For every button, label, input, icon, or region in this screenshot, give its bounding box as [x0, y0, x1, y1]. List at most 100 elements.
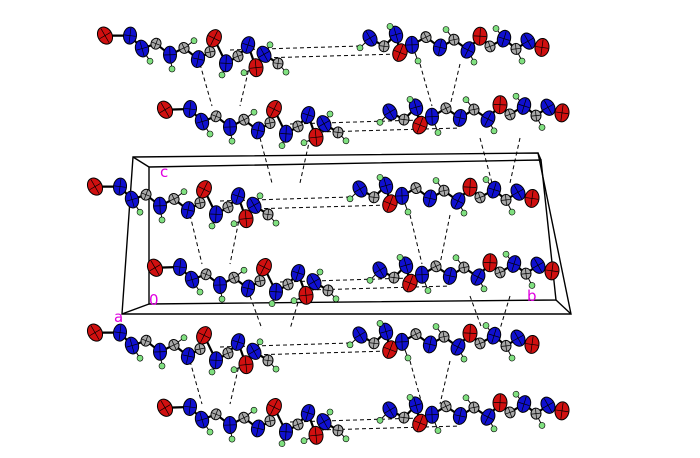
ellipsoid-axis — [336, 127, 340, 138]
atom-h — [512, 390, 520, 398]
ellipsoid-axis — [413, 183, 419, 193]
ellipsoid-axis — [507, 407, 513, 418]
ellipsoid-axis — [229, 119, 231, 135]
atom-h — [492, 25, 500, 32]
ellipsoid-axis — [355, 328, 365, 342]
hbond-intralayer — [259, 53, 401, 59]
ellipsoid-axis — [200, 327, 208, 343]
atom-h — [376, 174, 384, 181]
ellipsoid-axis — [235, 188, 241, 204]
ellipsoid-axis — [314, 129, 318, 146]
ellipsoid-axis — [413, 329, 419, 339]
ellipsoid-axis — [491, 328, 497, 344]
ellipsoid-axis — [403, 257, 409, 273]
atom-h — [230, 366, 238, 374]
atom-h — [256, 192, 264, 200]
ellipsoid-axis — [270, 101, 278, 117]
atom-h — [376, 119, 384, 126]
atom-h — [326, 110, 334, 118]
ellipsoid-axis — [373, 192, 375, 203]
ellipsoid-axis — [484, 112, 492, 127]
hbond-intralayer — [249, 350, 391, 356]
molecule-left-2 — [156, 100, 350, 149]
molecule-left-1 — [96, 26, 290, 79]
atom-h — [240, 69, 248, 77]
unit-cell-back-face — [121, 152, 572, 315]
hbond-interlayer — [229, 214, 241, 265]
ellipsoid-axis — [462, 262, 466, 273]
ellipsoid-axis — [433, 261, 439, 271]
ellipsoid-axis — [100, 28, 110, 43]
ellipsoid-axis — [259, 47, 269, 62]
atom-h — [326, 408, 334, 416]
unit-cell — [121, 152, 572, 315]
hbond-interlayer — [439, 360, 451, 405]
ellipsoid-axis — [258, 276, 262, 286]
atom-h — [272, 219, 280, 227]
ellipsoid-axis — [336, 425, 340, 436]
ellipsoid-axis — [188, 399, 192, 415]
ellipsoid-axis — [171, 194, 177, 204]
ellipsoid-axis — [421, 267, 423, 283]
ellipsoid-axis — [540, 39, 544, 56]
ellipsoid-axis — [244, 356, 248, 373]
molecule-left-5 — [86, 323, 280, 376]
atom-h — [376, 416, 384, 424]
ellipsoid-axis — [560, 104, 564, 121]
atom-h — [414, 57, 422, 65]
ellipsoid-axis — [249, 198, 259, 213]
atom-h — [190, 37, 198, 45]
atom-h — [396, 254, 404, 261]
ellipsoid-axis — [385, 105, 395, 119]
atom-h — [538, 124, 546, 131]
ellipsoid-axis — [188, 101, 192, 117]
atom-h — [282, 68, 290, 76]
ellipsoid-axis — [159, 344, 161, 360]
atom-h — [158, 362, 166, 370]
atom-h — [300, 139, 308, 146]
ellipsoid-axis — [513, 331, 523, 346]
atom-h — [290, 297, 298, 305]
atom-h — [470, 58, 478, 66]
ellipsoid-axis — [235, 334, 241, 350]
ellipsoid-axis — [469, 179, 471, 196]
atom-h — [136, 208, 144, 216]
ellipsoid-axis — [210, 30, 218, 46]
atom-h — [528, 282, 536, 289]
atom-h — [452, 254, 460, 262]
hbond-interlayer — [439, 214, 451, 265]
ellipsoid-axis — [550, 262, 554, 279]
ellipsoid-axis — [431, 109, 433, 125]
ellipsoid-axis — [533, 258, 543, 273]
ellipsoid-axis — [245, 37, 251, 53]
ellipsoid-axis — [386, 341, 394, 358]
atom-h — [432, 177, 440, 184]
hbond-interlayer — [419, 63, 433, 107]
atom-h — [268, 300, 276, 307]
ellipsoid-axis — [479, 28, 481, 45]
atom-h — [278, 440, 286, 447]
ellipsoid-axis — [198, 198, 202, 208]
atom-h — [462, 96, 470, 104]
ellipsoid-axis — [448, 268, 452, 284]
hbond-interlayer — [199, 63, 213, 107]
ellipsoid-axis — [535, 110, 537, 121]
atom-h — [346, 341, 354, 349]
atom-h — [240, 266, 248, 274]
ellipsoid-axis — [505, 194, 507, 205]
molecule-right-6 — [376, 390, 570, 434]
ellipsoid-axis — [150, 260, 160, 275]
molecule-right-3 — [346, 174, 540, 217]
ellipsoid-axis — [266, 209, 270, 220]
ellipsoid-axis — [231, 273, 237, 283]
ellipsoid-axis — [373, 338, 375, 349]
atom-h — [356, 44, 364, 52]
ellipsoid-axis — [428, 336, 432, 352]
ellipsoid-axis — [543, 398, 553, 413]
ellipsoid-axis — [181, 43, 187, 53]
ellipsoid-axis — [525, 268, 527, 279]
ellipsoid-axis — [452, 34, 456, 45]
atom-h — [250, 108, 258, 116]
ellipsoid-axis — [128, 27, 132, 44]
atom-h — [432, 323, 440, 330]
